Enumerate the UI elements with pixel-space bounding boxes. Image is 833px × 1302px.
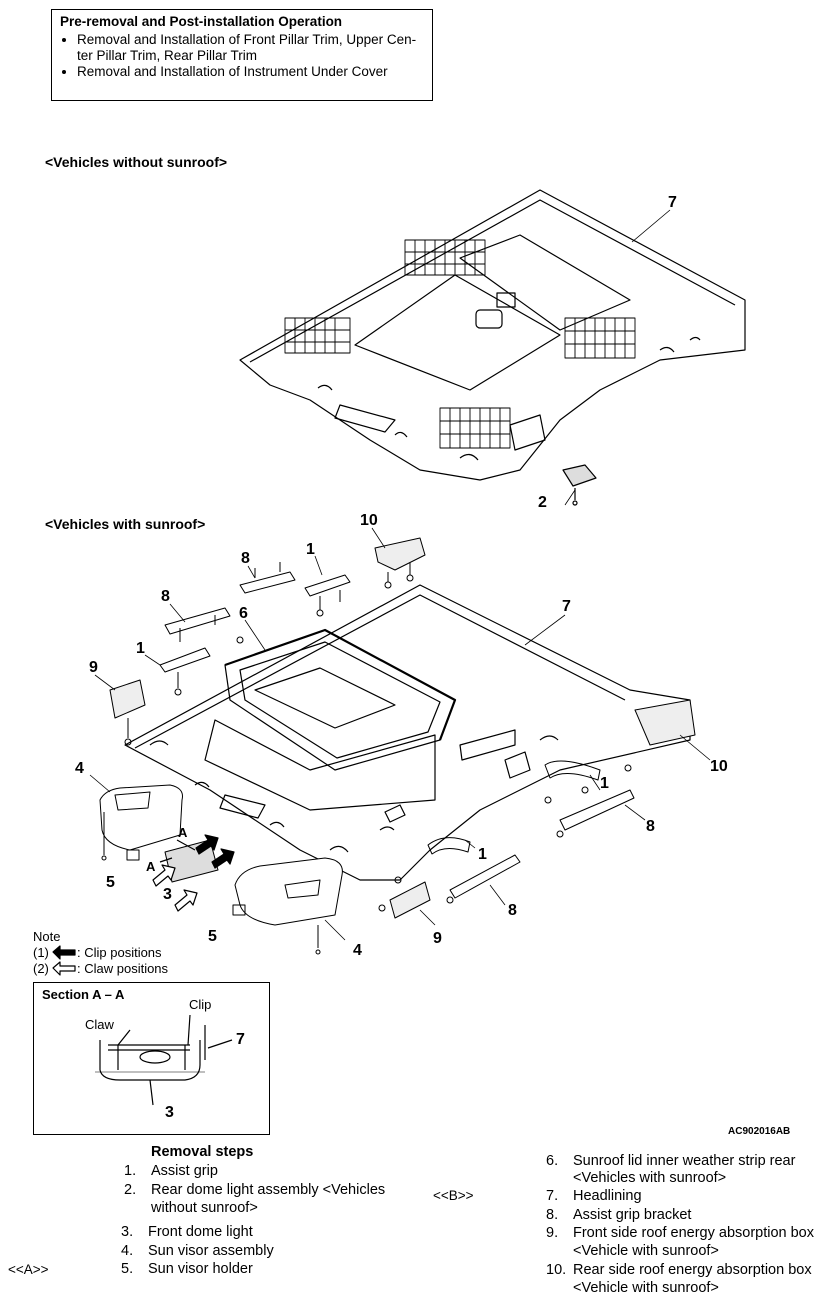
callout-8: 8 <box>241 550 250 567</box>
step-10: Rear side roof energy absorption box <box>573 1262 812 1278</box>
step-9-num: 9. <box>546 1225 559 1241</box>
marker-b: <<B>> <box>433 1188 474 1203</box>
step-9-cont: <Vehicle with sunroof> <box>573 1243 719 1259</box>
section-aa-title: Section A – A <box>42 987 125 1002</box>
step-2-cont: without sunroof> <box>151 1200 258 1216</box>
section-aa-box <box>33 982 270 1135</box>
callout-9: 9 <box>433 930 442 947</box>
step-3-num: 3. <box>121 1224 134 1240</box>
note-line-2-num: (2) <box>33 961 49 976</box>
pre-removal-box: Pre-removal and Post-installation Operat… <box>51 9 433 101</box>
marker-a: <<A>> <box>8 1262 49 1277</box>
step-4-num: 4. <box>121 1243 134 1259</box>
section-letter-a: A <box>146 859 156 874</box>
step-7-num: 7. <box>546 1188 559 1204</box>
heading-without-sunroof: <Vehicles without sunroof> <box>45 154 228 170</box>
callout-4: 4 <box>75 760 84 777</box>
callout-5: 5 <box>208 928 217 945</box>
callout-3: 3 <box>163 886 172 903</box>
figure-id: AC902016AB <box>728 1126 791 1137</box>
callout-8: 8 <box>161 588 170 605</box>
section-letter-a: A <box>178 825 188 840</box>
section-callout-7: 7 <box>236 1031 245 1048</box>
callout-5: 5 <box>106 874 115 891</box>
step-2: Rear dome light assembly <Vehicles <box>151 1182 386 1198</box>
callout-7: 7 <box>562 598 571 615</box>
headlining-top-drawing <box>239 189 746 481</box>
section-aa-drawing <box>95 1014 233 1106</box>
callout-8: 8 <box>646 818 655 835</box>
step-8-num: 8. <box>546 1207 559 1223</box>
note-line-1: : Clip positions <box>77 945 162 960</box>
callout-8: 8 <box>508 902 517 919</box>
step-6: Sunroof lid inner weather strip rear <box>573 1153 796 1169</box>
step-2-num: 2. <box>124 1182 137 1198</box>
callout-10: 10 <box>360 512 378 529</box>
pre-removal-item: Removal and Installation of Front Pillar… <box>77 32 424 64</box>
removal-steps-title: Removal steps <box>151 1144 254 1160</box>
step-5: Sun visor holder <box>148 1261 253 1277</box>
pre-removal-list: Removal and Installation of Front Pillar… <box>60 32 424 80</box>
callout-1: 1 <box>306 541 315 558</box>
step-1-num: 1. <box>124 1163 137 1179</box>
callout-7: 7 <box>668 194 677 211</box>
note-line-2: : Claw positions <box>77 961 169 976</box>
step-10-num: 10. <box>546 1262 567 1278</box>
heading-with-sunroof: <Vehicles with sunroof> <box>45 516 206 532</box>
callout-10: 10 <box>710 758 728 775</box>
section-callout-3: 3 <box>165 1104 174 1121</box>
section-clip-label: Clip <box>189 997 212 1012</box>
note-title: Note <box>33 929 61 944</box>
callout-2: 2 <box>538 494 547 511</box>
pre-removal-item: Removal and Installation of Instrument U… <box>77 64 424 80</box>
step-8: Assist grip bracket <box>573 1207 692 1223</box>
step-1: Assist grip <box>151 1163 218 1179</box>
step-4: Sun visor assembly <box>148 1243 274 1259</box>
step-9: Front side roof energy absorption box <box>573 1225 814 1241</box>
callout-1: 1 <box>600 775 609 792</box>
callout-6: 6 <box>239 605 248 622</box>
note-line-1-num: (1) <box>33 945 49 960</box>
step-7: Headlining <box>573 1188 642 1204</box>
section-claw-label: Claw <box>85 1017 114 1032</box>
step-6-cont: <Vehicles with sunroof> <box>573 1170 727 1186</box>
step-3: Front dome light <box>148 1224 253 1240</box>
step-6-num: 6. <box>546 1153 559 1169</box>
callout-1: 1 <box>478 846 487 863</box>
callout-1: 1 <box>136 640 145 657</box>
step-10-cont: <Vehicle with sunroof> <box>573 1280 719 1296</box>
callout-4: 4 <box>353 942 362 959</box>
rear-dome-light-drawing <box>562 464 597 506</box>
callout-9: 9 <box>89 659 98 676</box>
pre-removal-title: Pre-removal and Post-installation Operat… <box>60 14 343 29</box>
step-5-num: 5. <box>121 1261 134 1277</box>
parts-drawings <box>99 537 696 955</box>
